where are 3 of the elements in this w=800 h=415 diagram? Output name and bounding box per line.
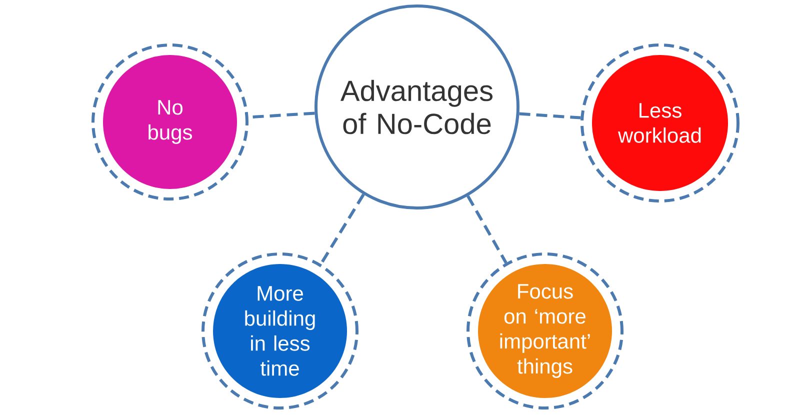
connector	[519, 112, 581, 120]
connector	[466, 195, 508, 264]
connector	[320, 194, 365, 265]
